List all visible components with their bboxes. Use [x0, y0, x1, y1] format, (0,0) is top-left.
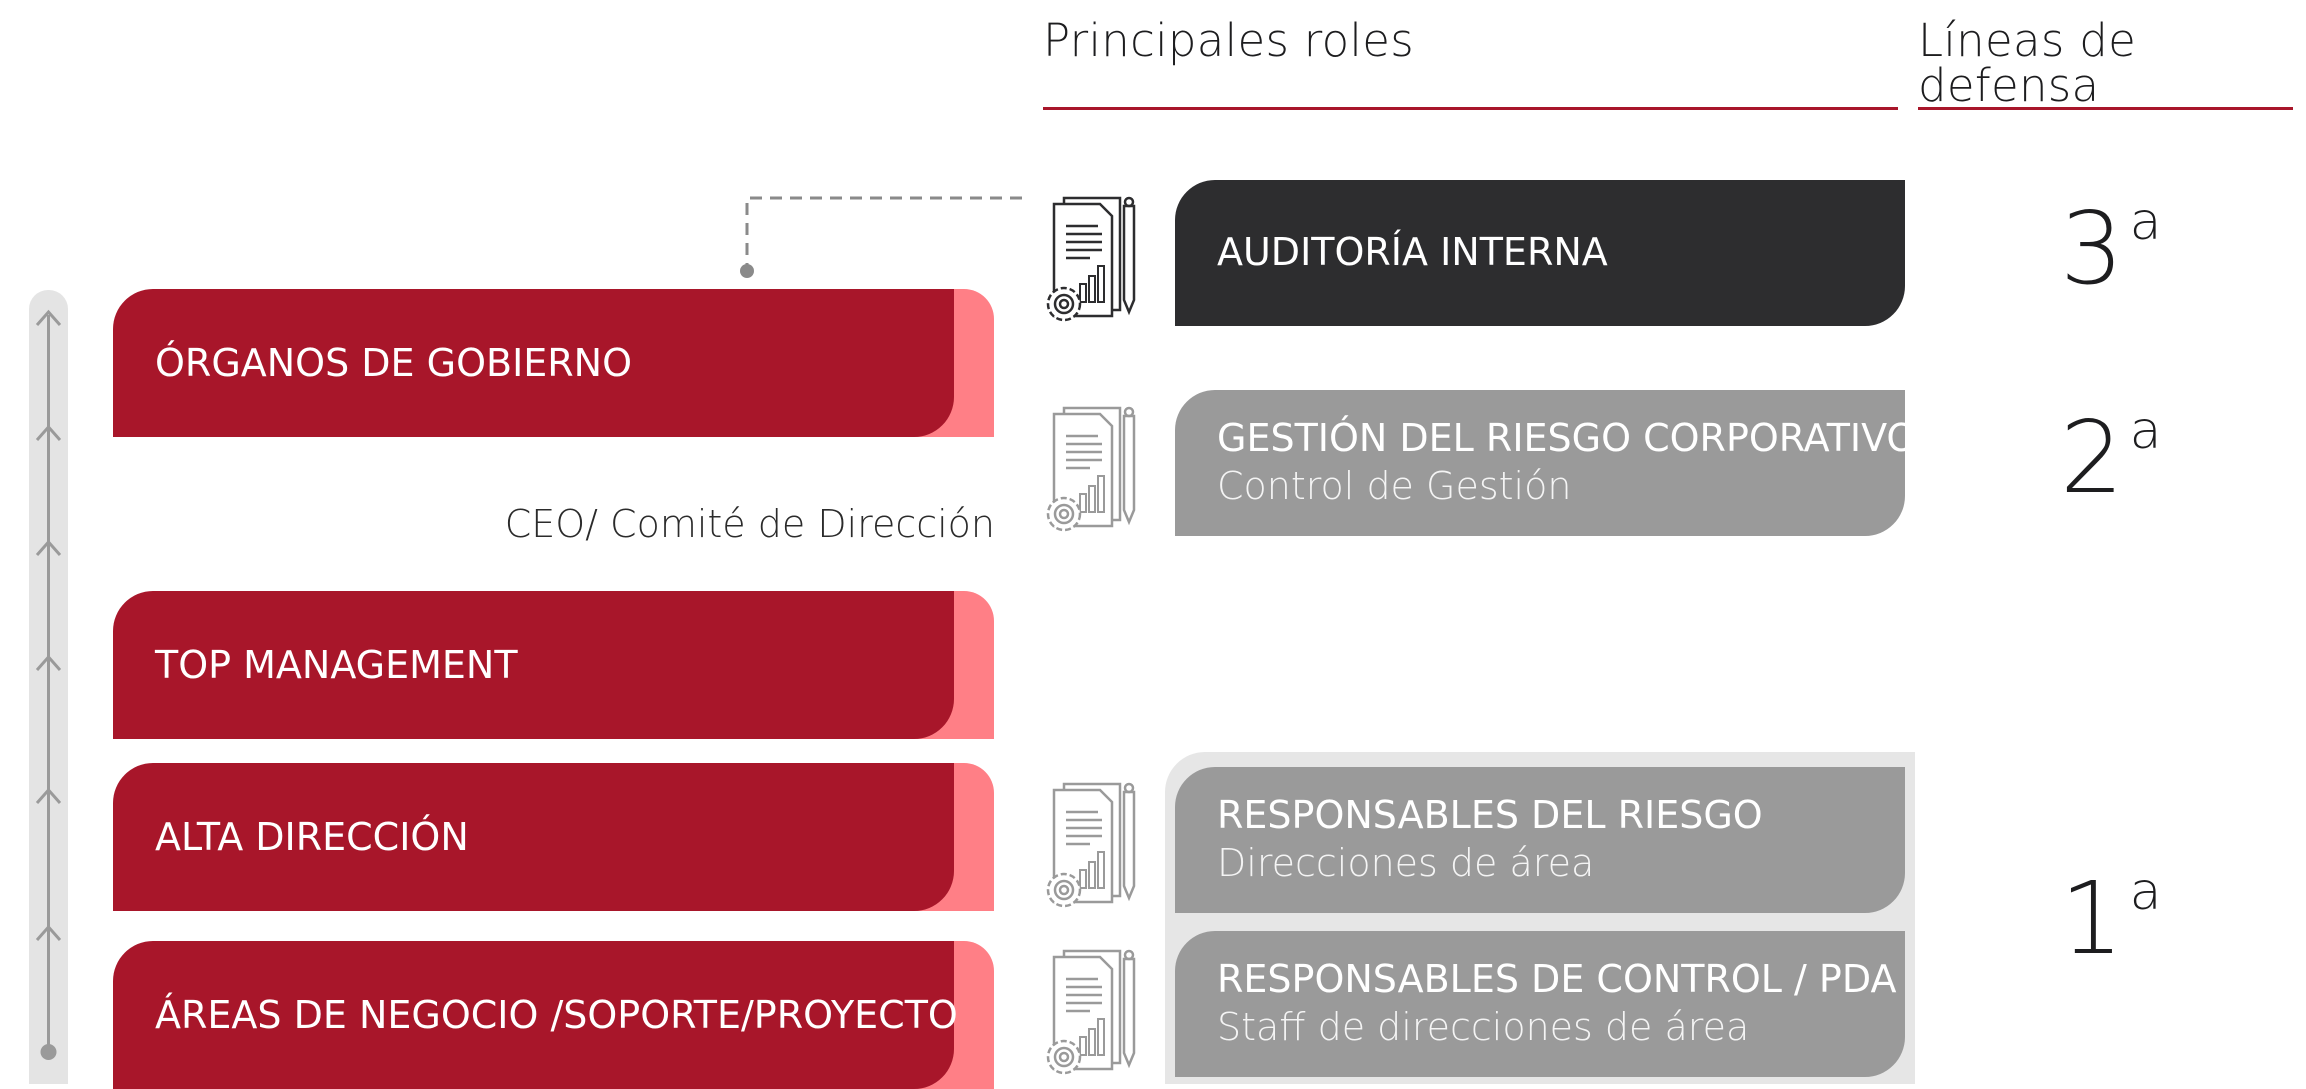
hierarchy-arrow-track — [35, 309, 62, 1060]
document-chart-gear-icon — [1046, 949, 1136, 1075]
defense-header-divider — [1918, 107, 2293, 110]
org-label: ÁREAS DE NEGOCIO /SOPORTE/PROYECTO — [155, 993, 958, 1037]
role-subtitle: Staff de direcciones de área — [1217, 1005, 1750, 1050]
document-chart-gear-icon — [1046, 406, 1136, 532]
org-box-alta-direccion: ALTA DIRECCIÓN — [113, 763, 994, 911]
defense-line-number: 3 — [2060, 190, 2124, 307]
role-subtitle: Control de Gestión — [1217, 464, 1572, 509]
org-box-organos-gobierno: ÓRGANOS DE GOBIERNO — [113, 289, 994, 437]
role-box-responsables-riesgo: RESPONSABLES DEL RIESGO Direcciones de á… — [1175, 767, 1905, 913]
role-box-auditoria: AUDITORÍA INTERNA — [1175, 180, 1905, 326]
org-label: ÓRGANOS DE GOBIERNO — [155, 341, 633, 385]
roles-header-divider — [1043, 107, 1898, 110]
org-box-top-management: TOP MANAGEMENT — [113, 591, 994, 739]
defense-line-ordinal: a — [2129, 862, 2162, 922]
roles-header: Principales roles — [1043, 14, 1414, 67]
role-title: AUDITORÍA INTERNA — [1217, 230, 1608, 275]
role-title: RESPONSABLES DE CONTROL / PDA — [1217, 956, 1897, 1001]
defense-line-ordinal: a — [2129, 192, 2162, 252]
defense-line-ordinal: a — [2129, 401, 2162, 461]
defense-line-number: 1 — [2060, 860, 2124, 977]
org-box-areas-negocio: ÁREAS DE NEGOCIO /SOPORTE/PROYECTO — [113, 941, 994, 1089]
ceo-label: CEO/ Comité de Dirección — [504, 502, 995, 546]
document-chart-gear-icon — [1046, 196, 1136, 322]
org-label: ALTA DIRECCIÓN — [155, 815, 469, 859]
defense-line-number: 2 — [2060, 399, 2124, 516]
role-box-responsables-control: RESPONSABLES DE CONTROL / PDA Staff de d… — [1175, 931, 1905, 1077]
role-title: GESTIÓN DEL RIESGO CORPORATIVO — [1217, 415, 1917, 460]
document-chart-gear-icon — [1046, 782, 1136, 908]
role-title: RESPONSABLES DEL RIESGO — [1217, 792, 1763, 837]
audit-connector — [740, 196, 1022, 278]
role-subtitle: Direcciones de área — [1217, 841, 1595, 886]
role-box-gestion-riesgo: GESTIÓN DEL RIESGO CORPORATIVO Control d… — [1175, 390, 1917, 536]
defense-header: Líneas de defensa — [1918, 14, 2137, 112]
org-label: TOP MANAGEMENT — [155, 643, 518, 687]
